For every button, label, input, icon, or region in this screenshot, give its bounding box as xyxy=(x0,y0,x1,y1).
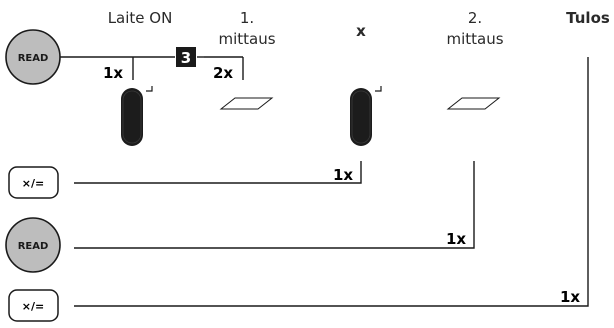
header-second-measurement: mittaus xyxy=(446,30,503,48)
connector-read-second xyxy=(74,161,475,249)
multiply-equals-button-top[interactable]: ×/= xyxy=(8,166,59,199)
read-button-bottom[interactable]: READ xyxy=(5,217,61,273)
laser-plane-icon-second xyxy=(446,97,501,110)
device-icon-second xyxy=(350,86,382,146)
connector-multiply xyxy=(74,161,362,184)
step-badge: 3 xyxy=(176,47,196,67)
count-result: 1x xyxy=(560,288,580,306)
read-button-top[interactable]: READ xyxy=(5,29,61,85)
header-first-number: 1. xyxy=(240,9,254,27)
device-icon-first xyxy=(121,86,153,146)
header-second-number: 2. xyxy=(468,9,482,27)
count-read-on: 1x xyxy=(103,64,123,82)
multiply-equals-button-bottom-label: ×/= xyxy=(22,300,44,313)
count-read-first: 2x xyxy=(213,64,233,82)
read-button-top-label: READ xyxy=(18,53,49,64)
connector-result xyxy=(74,57,589,307)
header-first-measurement: mittaus xyxy=(218,30,275,48)
header-result: Tulos xyxy=(566,9,610,27)
count-read-second: 1x xyxy=(446,230,466,248)
count-multiply: 1x xyxy=(333,166,353,184)
header-device-on: Laite ON xyxy=(108,9,173,27)
header-multiply: x xyxy=(356,22,366,40)
multiply-equals-button-top-label: ×/= xyxy=(22,177,44,190)
read-button-bottom-label: READ xyxy=(18,241,49,252)
multiply-equals-button-bottom[interactable]: ×/= xyxy=(8,289,59,322)
laser-plane-icon-first xyxy=(219,97,274,110)
step-badge-number: 3 xyxy=(181,49,191,67)
